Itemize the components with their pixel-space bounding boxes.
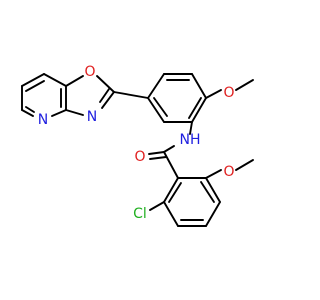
bond <box>99 88 110 103</box>
bond <box>21 109 34 117</box>
bond <box>25 106 35 113</box>
bond <box>148 151 165 155</box>
bottom-methoxy-oxygen-label: O <box>223 164 234 180</box>
bond <box>65 109 84 116</box>
bond <box>163 151 179 179</box>
bond <box>147 73 165 99</box>
bond <box>168 182 182 203</box>
bond <box>96 75 115 93</box>
bond <box>205 169 222 179</box>
bond <box>149 156 167 160</box>
bond <box>163 145 175 153</box>
bond <box>153 97 168 117</box>
oxazole-oxygen-label: O <box>84 64 95 80</box>
bond <box>163 177 179 203</box>
pyridine-nitrogen-label: N <box>38 112 48 128</box>
bond <box>191 73 207 99</box>
bond <box>21 73 45 87</box>
bond <box>25 80 45 92</box>
chlorine-label: Cl <box>133 206 147 222</box>
bond <box>149 201 165 211</box>
bond <box>205 89 222 99</box>
bond <box>43 73 67 87</box>
bond <box>65 75 84 87</box>
bond <box>235 159 254 171</box>
bond <box>51 109 67 117</box>
bond <box>188 97 202 119</box>
bond <box>235 79 254 91</box>
bond <box>200 181 215 203</box>
bond <box>191 97 207 123</box>
amide-nh-label: NH <box>180 132 201 148</box>
bond <box>147 97 165 123</box>
structure-svg: O N N O NH O O Cl <box>21 64 254 227</box>
atom-labels: O N N O NH O O Cl <box>38 64 235 222</box>
bond <box>113 91 149 99</box>
bonds <box>21 73 254 227</box>
top-methoxy-oxygen-label: O <box>223 85 234 101</box>
bond <box>163 201 179 227</box>
molecule-diagram: O N N O NH O O Cl <box>21 64 254 227</box>
bond <box>205 201 221 227</box>
oxazole-nitrogen-label: N <box>87 109 97 125</box>
bond <box>205 177 221 203</box>
amide-oxygen-label: O <box>134 149 145 165</box>
bond <box>189 121 193 135</box>
bond <box>101 91 115 109</box>
